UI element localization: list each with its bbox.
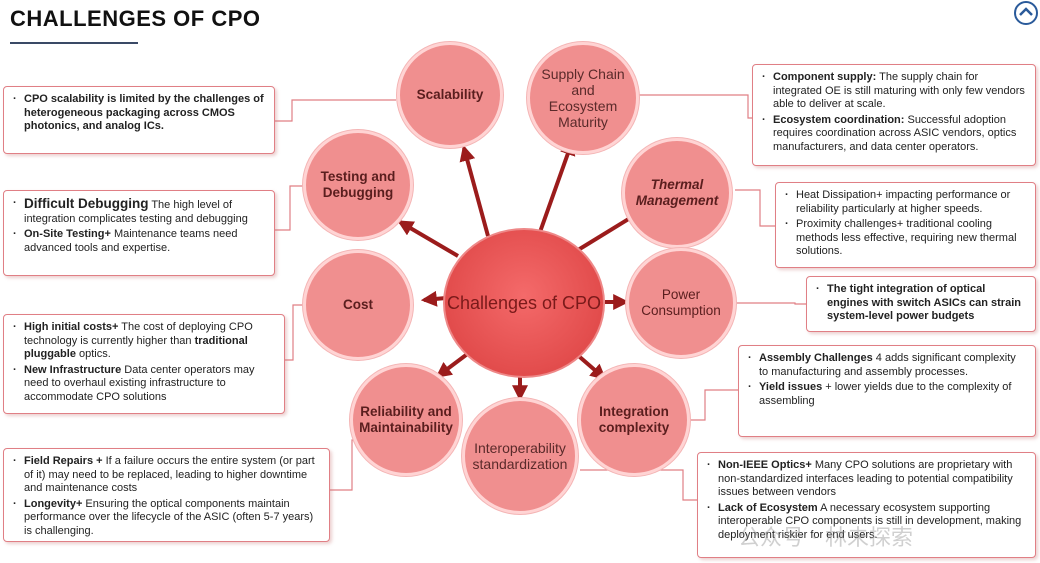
node-cost-label: Cost (343, 297, 373, 312)
supply-item1-head: Component supply: (773, 71, 877, 83)
node-reliability: Reliability and Maintainability (350, 364, 462, 476)
box-reliability: Field Repairs + If a failure occurs the … (3, 448, 330, 542)
power-text: The tight integration of optical engines… (827, 283, 1021, 322)
reliability-item1-text: If a failure occurs the entire system (o… (24, 455, 315, 494)
arrow-cost (420, 290, 447, 307)
testing-item2-text: Maintenance teams need advanced tools an… (24, 228, 238, 254)
cost-item1-end: optics. (75, 348, 111, 360)
node-supply-chain-label: Supply Chain and Ecosystem Maturity (541, 66, 625, 130)
testing-item1-text: The high level of integration complicate… (24, 199, 248, 225)
node-integration-label: Integration complexity (598, 404, 670, 435)
link-cost (285, 304, 303, 361)
link-supply (632, 94, 752, 119)
thermal-item2-text: Proximity challenges+ traditional coolin… (796, 218, 1017, 257)
node-thermal-label: Thermal Management (635, 177, 719, 208)
integration-item1-head: Assembly Challenges (759, 352, 873, 364)
arrow-reliability (435, 350, 472, 378)
thermal-item1-text: Heat Dissipation+ impacting performance … (796, 189, 1011, 215)
supply-item2-head: Ecosystem coordination: (773, 113, 905, 126)
node-interoperability-label: Interoperability standardization (472, 440, 568, 472)
center-node: Challenges of CPO (443, 228, 605, 378)
arrow-scalability (459, 144, 490, 237)
scalability-text: CPO scalability is limited by the challe… (24, 93, 264, 132)
link-thermal (735, 189, 775, 227)
link-integration (690, 389, 738, 421)
cost-item1-tail: traditional pluggable (24, 334, 248, 361)
title-underline (10, 42, 138, 44)
node-testing-label: Testing and Debugging (320, 169, 396, 200)
cost-item2-text: Data center operators may need to overha… (24, 363, 255, 403)
integration-item1-text: 4 adds significant complexity to manufac… (759, 352, 1016, 378)
arrow-supply (538, 138, 576, 233)
box-integration: Assembly Challenges 4 adds significant c… (738, 345, 1036, 437)
node-power: Power Consumption (626, 248, 736, 358)
interop-item2-text: A necessary ecosystem supporting interop… (718, 501, 1022, 541)
testing-item2-head: On-Site Testing+ (24, 228, 111, 240)
center-label: Challenges of CPO (446, 293, 602, 313)
cost-item1-text: The cost of deploying CPO technology is … (24, 321, 253, 347)
node-power-label: Power Consumption (641, 287, 721, 318)
node-cost: Cost (303, 250, 413, 360)
box-supply: Component supply: The supply chain for i… (752, 64, 1036, 166)
integration-item2-text: + lower yields due to the complexity of … (759, 381, 1012, 407)
box-scalability: CPO scalability is limited by the challe… (3, 86, 275, 154)
page-title: CHALLENGES OF CPO (10, 6, 261, 31)
node-scalability: Scalability (397, 42, 503, 148)
watermark: 公众号 · 林未探索 (738, 526, 913, 551)
interop-item1-head: Non-IEEE Optics+ (718, 459, 812, 471)
up-chevron-circle-icon[interactable] (1013, 0, 1039, 26)
node-testing: Testing and Debugging (303, 130, 413, 240)
reliability-item1-head: Field Repairs + (24, 455, 103, 467)
cost-item2-head: New Infrastructure (24, 363, 122, 376)
node-reliability-label: Reliability and Maintainability (359, 404, 453, 435)
box-power: The tight integration of optical engines… (806, 276, 1036, 332)
integration-item2-head: Yield issues (759, 381, 823, 393)
interop-item2-head: Lack of Ecosystem (718, 501, 818, 514)
box-thermal: Heat Dissipation+ impacting performance … (775, 182, 1036, 268)
link-testing (275, 185, 304, 231)
reliability-item2-head: Longevity+ (24, 497, 83, 510)
node-scalability-label: Scalability (416, 87, 484, 102)
reliability-item2-text: Ensuring the optical components maintain… (24, 497, 314, 537)
box-testing: Difficult Debugging The high level of in… (3, 190, 275, 276)
box-cost: High initial costs+ The cost of deployin… (3, 314, 285, 414)
supply-item2-text: Successful adoption requires coordinatio… (773, 113, 1017, 153)
interop-item1-text: Many CPO solutions are proprietary with … (718, 459, 1013, 498)
cost-item1-head: High initial costs+ (24, 321, 119, 333)
arrow-testing (397, 220, 460, 258)
node-supply-chain: Supply Chain and Ecosystem Maturity (527, 42, 639, 154)
link-reliability (330, 439, 358, 491)
testing-item1-head: Difficult Debugging (24, 196, 149, 211)
node-thermal: Thermal Management (622, 138, 732, 248)
node-integration: Integration complexity (578, 364, 690, 476)
supply-item1-text: The supply chain for integrated OE is st… (773, 71, 1025, 110)
node-interoperability: Interoperability standardization (462, 398, 578, 514)
box-interop: Non-IEEE Optics+ Many CPO solutions are … (697, 452, 1036, 558)
link-scalability (275, 99, 396, 122)
link-power (735, 302, 806, 305)
